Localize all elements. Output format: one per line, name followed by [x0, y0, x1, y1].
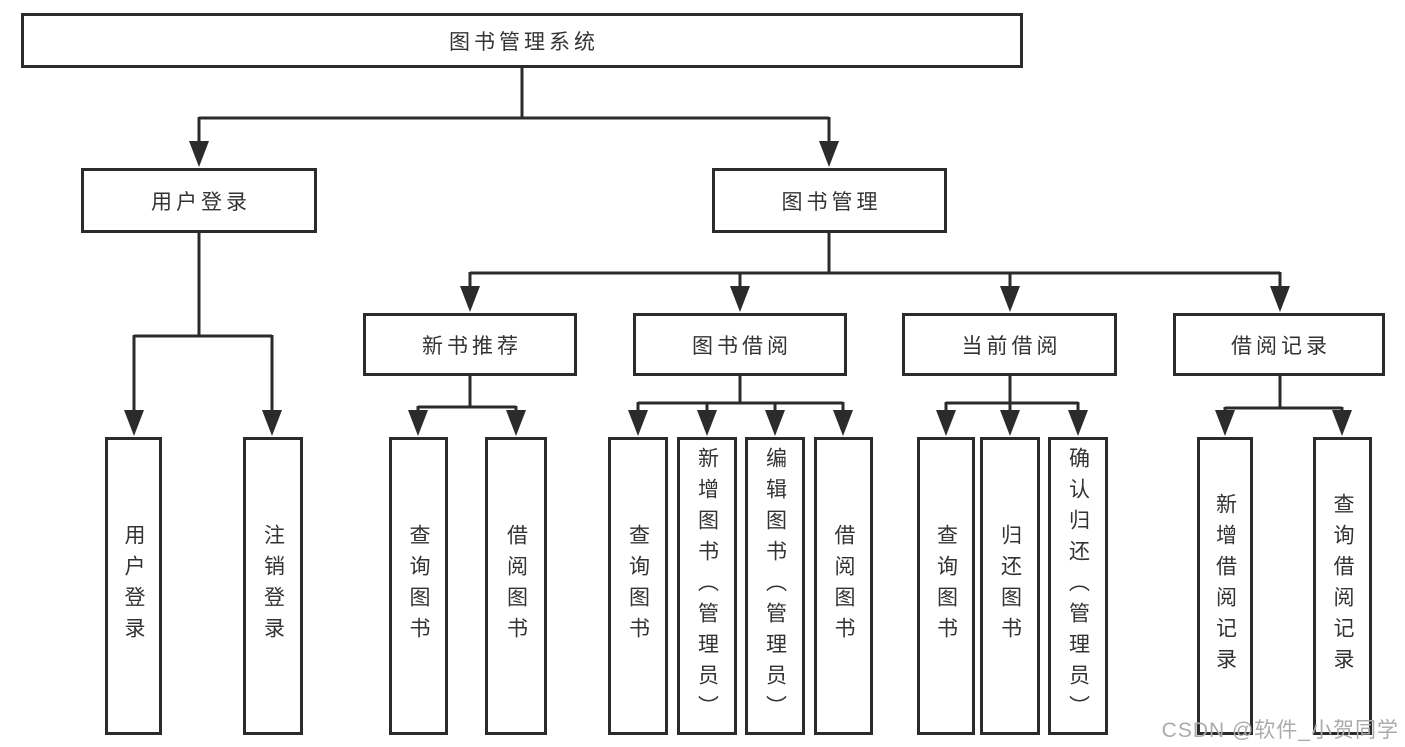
node-query-borrow-record: 查询借阅记录 — [1313, 437, 1372, 735]
node-query-books-borrowing: 查询图书 — [608, 437, 668, 735]
node-borrow-books: 借阅图书 — [814, 437, 873, 735]
node-user-login-leaf: 用户登录 — [105, 437, 162, 735]
node-book-management: 图书管理 — [712, 168, 947, 233]
node-new-book-recommendation: 新书推荐 — [363, 313, 577, 376]
node-book-borrowing: 图书借阅 — [633, 313, 847, 376]
node-logout-login: 注销登录 — [243, 437, 303, 735]
node-borrowing-records: 借阅记录 — [1173, 313, 1385, 376]
node-query-books-recommend: 查询图书 — [389, 437, 448, 735]
node-user-login: 用户登录 — [81, 168, 317, 233]
node-return-books: 归还图书 — [980, 437, 1040, 735]
node-confirm-return-admin: 确认归还（管理员） — [1048, 437, 1108, 735]
node-edit-books-admin: 编辑图书（管理员） — [745, 437, 805, 735]
node-query-books-current: 查询图书 — [917, 437, 975, 735]
watermark-text: CSDN @软件_小贺同学 — [1161, 719, 1399, 742]
node-current-borrowing: 当前借阅 — [902, 313, 1117, 376]
node-add-borrow-record: 新增借阅记录 — [1197, 437, 1253, 735]
node-add-books-admin: 新增图书（管理员） — [677, 437, 737, 735]
node-borrow-books-recommend: 借阅图书 — [485, 437, 547, 735]
arrowheads — [124, 141, 1352, 436]
node-library-management-system: 图书管理系统 — [21, 13, 1023, 68]
